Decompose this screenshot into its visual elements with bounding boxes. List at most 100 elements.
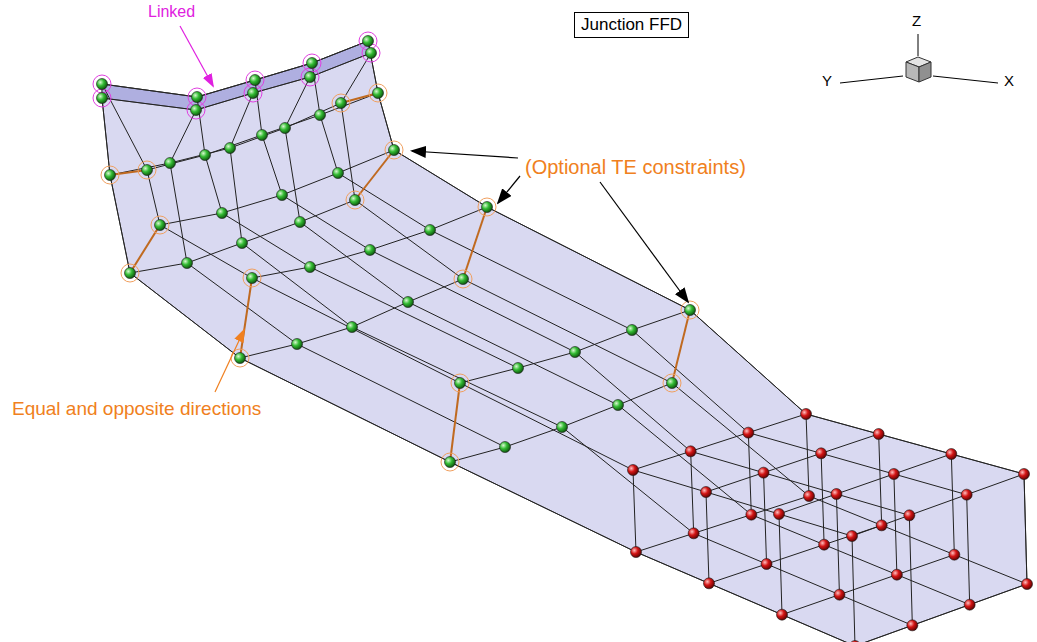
lattice-line xyxy=(205,155,222,213)
lattice-line xyxy=(575,330,632,352)
control-point xyxy=(142,165,153,176)
lattice-line xyxy=(709,564,767,583)
lattice-line xyxy=(562,427,694,533)
control-point xyxy=(758,467,769,478)
control-point xyxy=(445,457,456,468)
leader-arrow xyxy=(215,330,244,392)
lattice-line xyxy=(170,163,187,263)
lattice-line xyxy=(262,115,320,135)
lattice-line xyxy=(836,474,893,494)
lattice-line xyxy=(951,454,954,555)
control-point xyxy=(891,569,902,580)
lattice-line xyxy=(779,514,852,536)
lattice-line xyxy=(839,595,912,626)
control-point xyxy=(628,465,639,476)
control-point xyxy=(97,79,108,90)
constraint-ring xyxy=(93,89,111,107)
lattice-line xyxy=(633,470,706,492)
lattice-line xyxy=(282,173,338,195)
axis-line xyxy=(840,76,903,83)
lattice-line xyxy=(779,514,782,615)
lattice-line xyxy=(636,552,709,583)
control-point xyxy=(819,539,830,550)
axis-cube xyxy=(906,62,919,82)
lattice-line xyxy=(320,115,338,173)
axis-line xyxy=(933,76,998,83)
control-point xyxy=(631,547,642,558)
lattice-line xyxy=(970,584,1027,605)
control-point xyxy=(888,469,899,480)
control-point xyxy=(831,489,842,500)
lattice-line xyxy=(824,545,897,575)
lattice-line xyxy=(297,344,505,447)
control-point xyxy=(250,75,261,86)
control-point xyxy=(125,268,136,279)
constraint-ring xyxy=(385,141,403,159)
control-point xyxy=(248,88,259,99)
lattice-line xyxy=(285,128,300,222)
control-point xyxy=(701,487,712,498)
lattice-line xyxy=(839,575,896,595)
control-point xyxy=(350,195,361,206)
control-point xyxy=(155,220,166,231)
lattice-line xyxy=(518,352,575,368)
control-point xyxy=(777,609,788,620)
lattice-line xyxy=(694,515,752,534)
constraint-ring xyxy=(243,269,261,287)
leader-arrow xyxy=(600,182,688,302)
lattice-line xyxy=(310,250,370,267)
control-point xyxy=(305,262,316,273)
constraint-ring xyxy=(441,453,459,471)
callout-label: Linked xyxy=(148,3,195,21)
control-point xyxy=(105,170,116,181)
lattice-line xyxy=(463,279,672,383)
lattice-line xyxy=(691,451,764,472)
constraint-line xyxy=(672,310,690,383)
lattice-line xyxy=(897,555,954,575)
lattice-line xyxy=(694,533,767,564)
lattice-line xyxy=(748,433,821,454)
lattice-line xyxy=(187,243,242,263)
constraint-ring xyxy=(187,101,205,119)
lattice-line xyxy=(394,150,487,207)
control-point xyxy=(961,489,972,500)
control-point xyxy=(949,549,960,560)
lattice-line xyxy=(430,230,632,330)
lattice-line xyxy=(632,330,748,433)
control-point xyxy=(847,531,858,542)
control-point xyxy=(280,123,291,134)
lattice-line xyxy=(691,433,749,452)
lattice-line xyxy=(102,84,197,97)
constraint-line xyxy=(450,383,460,462)
control-point xyxy=(667,378,678,389)
control-point xyxy=(403,297,414,308)
lattice-line xyxy=(852,515,909,536)
control-point xyxy=(315,110,326,121)
lattice-line xyxy=(706,473,764,492)
constraint-ring xyxy=(246,71,264,89)
constraint-ring xyxy=(138,161,156,179)
lattice-line xyxy=(242,243,352,327)
constraint-ring xyxy=(369,84,387,102)
lattice-line xyxy=(967,474,1024,495)
lattice-line xyxy=(894,454,951,474)
lattice-line xyxy=(282,195,370,250)
ffd-volume xyxy=(102,41,1027,642)
constraint-ring xyxy=(663,374,681,392)
control-point xyxy=(237,238,248,249)
lattice-line xyxy=(370,250,575,352)
lattice-line xyxy=(709,583,782,614)
lattice-line xyxy=(909,495,966,516)
control-point xyxy=(685,305,696,316)
lattice-line xyxy=(575,352,691,451)
lattice-line xyxy=(633,451,691,470)
lattice-line xyxy=(338,173,430,230)
axis-cube xyxy=(919,62,931,82)
callout-label: (Optional TE constraints) xyxy=(525,156,746,179)
lattice-line xyxy=(782,595,839,615)
axis-label: X xyxy=(1004,72,1014,89)
axis-label: Z xyxy=(912,12,921,29)
axis-line xyxy=(918,34,919,56)
lattice-line xyxy=(240,358,450,462)
